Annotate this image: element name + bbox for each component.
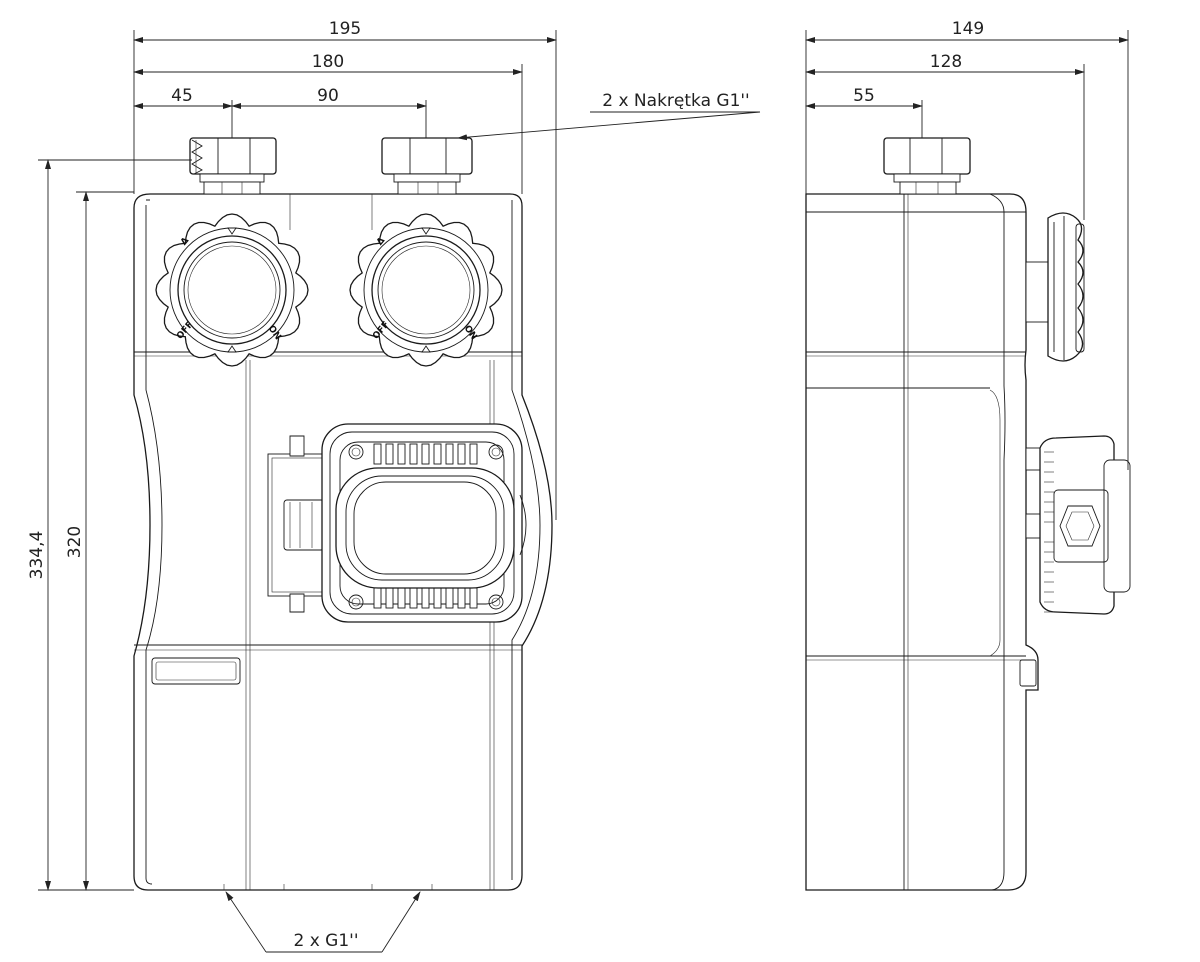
front-body-outline: [133, 193, 553, 891]
front-nut-left: [189, 137, 277, 195]
side-valve-knob: [1025, 212, 1085, 362]
dim-label-connector-spacing: 90: [317, 86, 339, 106]
side-dimensions: 149 128 55: [805, 19, 1129, 470]
side-view: 149 128 55: [805, 19, 1131, 891]
callout-bottom-ports: 2 x G1'': [293, 931, 358, 951]
front-dimensions: 195 180 45 90 334,4 320 2 x Nakrętka G1'…: [27, 19, 761, 953]
front-handle-slot: [151, 657, 241, 685]
pump-motor-window: [335, 467, 515, 589]
side-pump: [1025, 435, 1131, 615]
dim-label-overall-height: 334,4: [27, 531, 47, 580]
dim-label-body-depth: 128: [930, 52, 962, 72]
side-nut: [883, 137, 971, 195]
front-view: OFF ON Δ OFF ON Δ: [27, 19, 761, 953]
ball-valve-knob-right: [349, 213, 503, 367]
ball-valve-knob-left: [155, 213, 309, 367]
dim-label-body-width: 180: [312, 52, 344, 72]
dim-label-overall-depth: 149: [952, 19, 984, 39]
dim-label-body-height: 320: [65, 526, 85, 558]
side-body-outline: [805, 193, 1039, 891]
valve-left-symbol: Δ: [179, 236, 191, 248]
callout-top-nuts: 2 x Nakrętka G1'': [602, 91, 749, 111]
front-nut-right: [381, 137, 473, 195]
pump-screw-icons: [348, 444, 504, 610]
thread-section-icon: [191, 139, 203, 175]
dim-label-offset-left: 45: [171, 86, 193, 106]
dim-label-connector-offset: 55: [853, 86, 875, 106]
dim-label-overall-width: 195: [329, 19, 361, 39]
pump-assembly: [267, 423, 527, 623]
valve-right-symbol: Δ: [375, 236, 387, 248]
front-body-inner-contour: [145, 199, 541, 885]
